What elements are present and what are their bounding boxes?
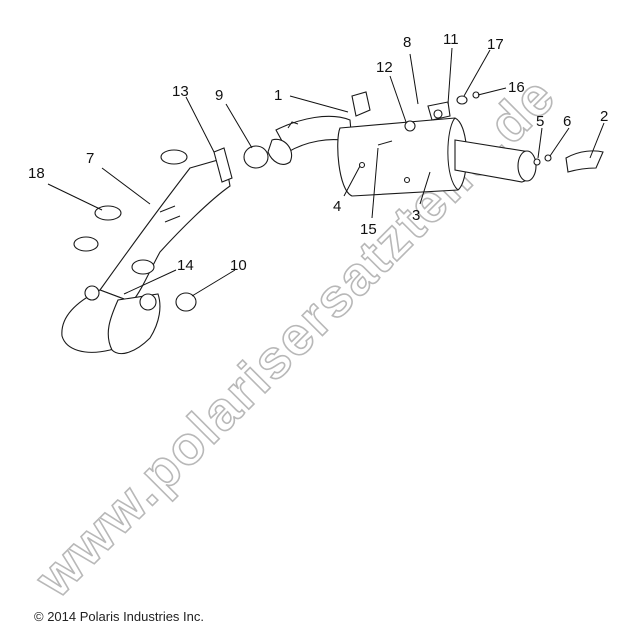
callout-7: 7 — [86, 150, 94, 167]
head-pipe — [61, 157, 231, 355]
seal-9 — [243, 145, 269, 169]
callout-11: 11 — [443, 31, 459, 48]
callout-16: 16 — [508, 79, 525, 96]
copyright-notice: © 2014 Polaris Industries Inc. — [34, 609, 204, 624]
callout-8: 8 — [403, 34, 411, 51]
band-clamp-lower — [73, 236, 99, 252]
callout-13: 13 — [172, 83, 189, 100]
callout-18: 18 — [28, 165, 45, 182]
fastener-5 — [533, 158, 541, 166]
gasket-10 — [175, 292, 197, 312]
coupler-inlet — [267, 138, 292, 165]
callout-1: 1 — [274, 87, 282, 104]
callout-9: 9 — [215, 87, 223, 104]
band-clamp-mid — [131, 259, 155, 275]
callout-5: 5 — [536, 113, 544, 130]
callout-6: 6 — [563, 113, 571, 130]
muffler-assembly — [275, 91, 537, 197]
callout-17: 17 — [487, 36, 504, 53]
washer-17 — [456, 95, 468, 105]
callout-labels: 1 2 3 4 5 6 7 8 9 10 11 12 13 14 15 16 1… — [28, 31, 608, 274]
fastener-6 — [544, 154, 552, 162]
spring-13 — [213, 147, 233, 183]
callout-3: 3 — [412, 207, 420, 224]
leader-lines — [47, 47, 605, 297]
callout-15: 15 — [360, 221, 377, 238]
callout-4: 4 — [333, 198, 341, 215]
callout-2: 2 — [600, 108, 608, 125]
tail-cap — [565, 150, 604, 173]
callout-14: 14 — [177, 257, 194, 274]
callout-10: 10 — [230, 257, 247, 274]
band-clamp-upper — [160, 149, 188, 165]
callout-12: 12 — [376, 59, 393, 76]
